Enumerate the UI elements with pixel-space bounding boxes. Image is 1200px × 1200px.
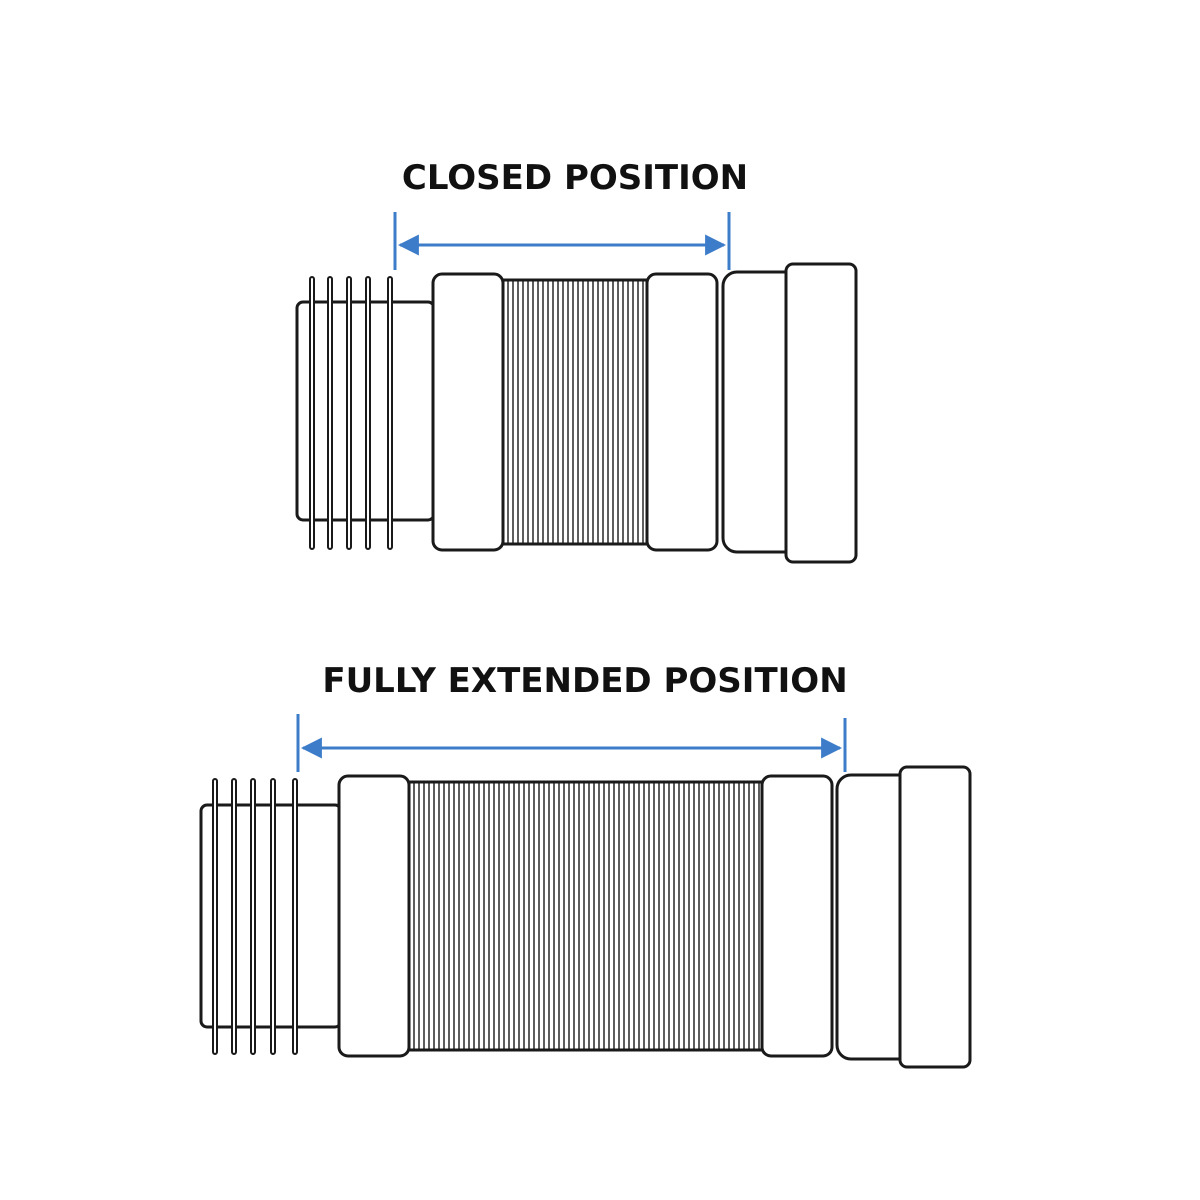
extended-sealing-fins	[212, 778, 298, 1055]
extended-corrugation-ribs	[413, 783, 760, 1049]
closed-sealing-fins	[309, 276, 393, 550]
sealing-fin	[270, 778, 276, 1055]
sealing-fin	[327, 276, 333, 550]
extended-right-collar	[760, 774, 834, 1058]
closed-right-collar	[645, 272, 719, 552]
extended-socket-end	[898, 765, 972, 1069]
closed-corrugation-ribs	[507, 281, 644, 543]
extended-dimension-line	[296, 714, 847, 772]
sealing-fin	[365, 276, 371, 550]
closed-left-collar	[431, 272, 505, 552]
sealing-fin	[346, 276, 352, 550]
sealing-fin	[212, 778, 218, 1055]
extended-position-label: FULLY EXTENDED POSITION	[322, 661, 848, 701]
extended-corrugated-section	[407, 780, 764, 1052]
sealing-fin	[309, 276, 315, 550]
closed-pipe-diagram	[295, 212, 858, 564]
extended-left-collar	[337, 774, 411, 1058]
sealing-fin	[250, 778, 256, 1055]
sealing-fin	[387, 276, 393, 550]
closed-socket-end	[784, 262, 858, 564]
extended-pipe-diagram	[199, 714, 972, 1069]
sealing-fin	[231, 778, 237, 1055]
closed-dimension-line	[393, 212, 731, 270]
closed-position-label: CLOSED POSITION	[401, 158, 749, 198]
closed-corrugated-section	[501, 278, 649, 546]
sealing-fin	[292, 778, 298, 1055]
